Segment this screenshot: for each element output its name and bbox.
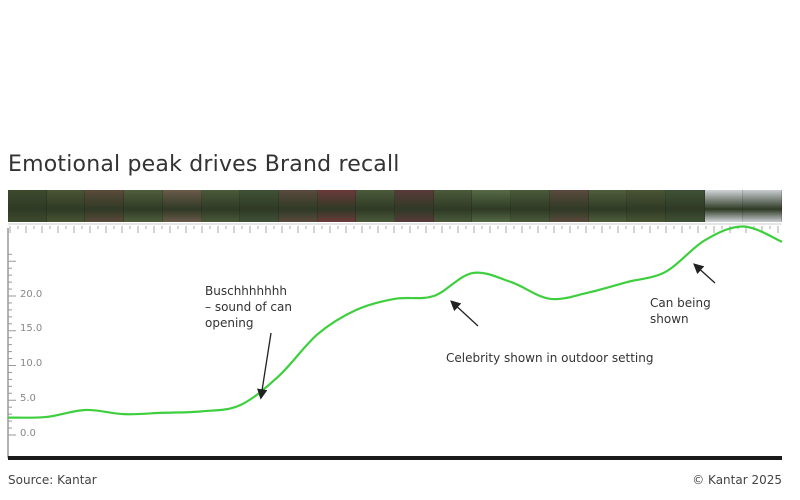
video-frame [317,190,357,222]
video-frame [549,190,589,222]
video-frame [278,190,318,222]
video-frame [124,190,163,222]
arrow-can-opening [257,332,272,400]
video-frame [472,190,512,222]
video-frame [627,190,666,222]
chart-area [7,223,783,460]
video-frame [511,190,550,222]
annotation-line: Celebrity shown in outdoor setting [446,351,654,365]
video-frame [433,190,473,222]
copyright-label: © Kantar 2025 [692,473,782,487]
video-filmstrip [8,190,782,222]
video-frame [162,190,202,222]
y-tick-20: 20.0 [20,289,43,300]
video-frame [704,190,744,222]
y-tick-0: 0.0 [20,428,36,439]
x-axis-baseline [8,456,782,460]
arrow-can-shown [693,263,716,284]
video-frame [8,190,47,222]
video-frame [201,190,241,222]
annotation-line: Buschhhhhhh [205,284,287,298]
video-frame [665,190,705,222]
annotation-line: shown [650,312,689,326]
video-frame [588,190,628,222]
annotation-line: opening [205,316,254,330]
emotion-line [7,225,783,419]
annotation-can-shown: Can being shown [650,295,711,327]
annotation-celebrity: Celebrity shown in outdoor setting [446,350,653,366]
video-frame [395,190,434,222]
source-label: Source: Kantar [8,473,97,487]
annotation-can-opening: Buschhhhhhh – sound of can opening [205,283,292,331]
video-frame [240,190,279,222]
video-frame [356,190,396,222]
annotation-line: Can being [650,296,711,310]
annotation-line: – sound of can [205,300,292,314]
chart-title: Emotional peak drives Brand recall [8,152,400,177]
y-tick-5: 5.0 [20,393,36,404]
arrow-celebrity [450,300,479,327]
y-tick-10: 10.0 [20,358,43,369]
video-frame [743,190,782,222]
video-frame [85,190,125,222]
y-tick-15: 15.0 [20,323,43,334]
video-frame [46,190,86,222]
